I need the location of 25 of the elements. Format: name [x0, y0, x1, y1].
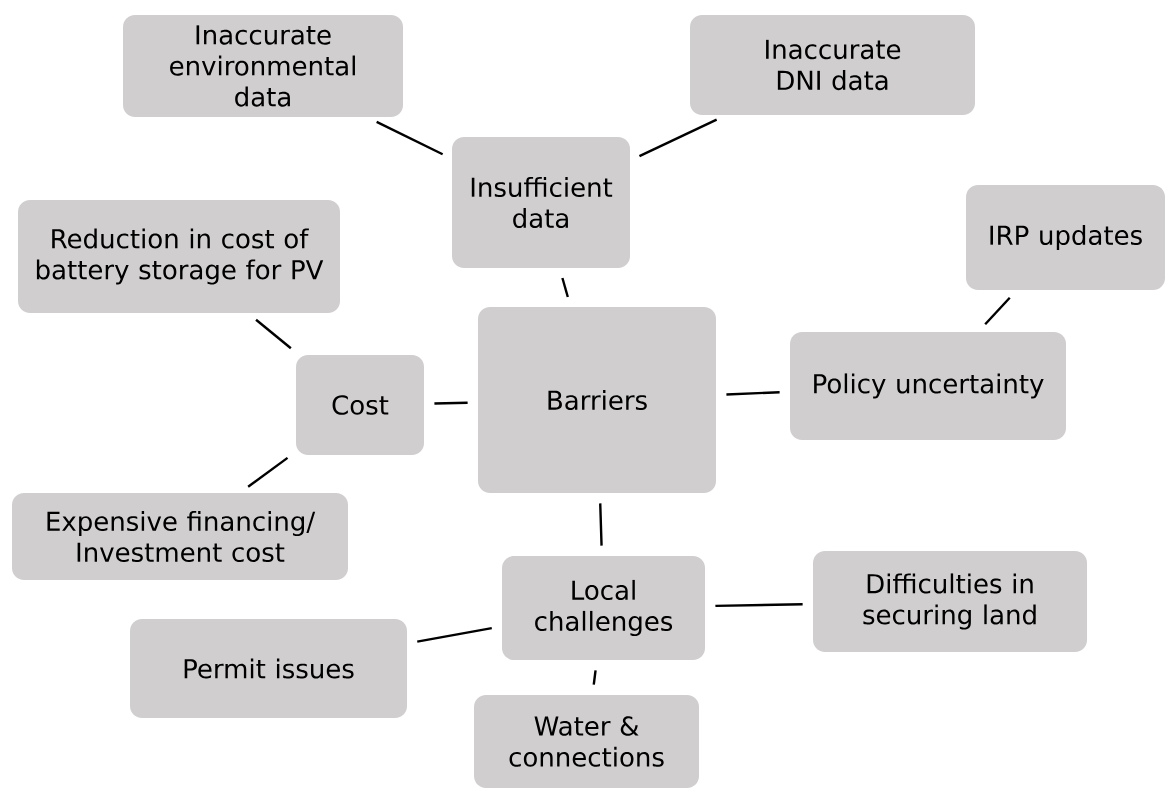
- topic-box: Inaccurate environmental data: [123, 15, 403, 117]
- topic-box: Water & connections: [474, 695, 699, 788]
- connector-line: [434, 401, 468, 405]
- topic-box: Barriers: [478, 307, 716, 493]
- connector-line: [561, 277, 569, 298]
- connector-line: [715, 603, 803, 608]
- connector-line: [417, 627, 492, 643]
- topic-box: Reduction in cost of battery storage for PV: [18, 200, 340, 313]
- connector-line: [984, 296, 1011, 326]
- topic-box: Local challenges: [502, 556, 705, 660]
- connector-line: [592, 670, 597, 685]
- connector-line: [247, 456, 289, 488]
- topic-box: Permit issues: [130, 619, 407, 718]
- connector-line: [255, 318, 292, 350]
- topic-box: IRP updates: [966, 185, 1165, 290]
- topic-box: Inaccurate DNI data: [690, 15, 975, 115]
- topic-box: Expensive financing/ Investment cost: [12, 493, 348, 580]
- topic-box: Insufficient data: [452, 137, 630, 268]
- connector-line: [599, 503, 603, 546]
- topic-box: Policy uncertainty: [790, 332, 1066, 440]
- connector-line: [726, 391, 780, 396]
- topic-box: Cost: [296, 355, 424, 455]
- connector-line: [638, 118, 718, 158]
- connector-line: [376, 120, 444, 156]
- topic-box: Difficulties in securing land: [813, 551, 1087, 652]
